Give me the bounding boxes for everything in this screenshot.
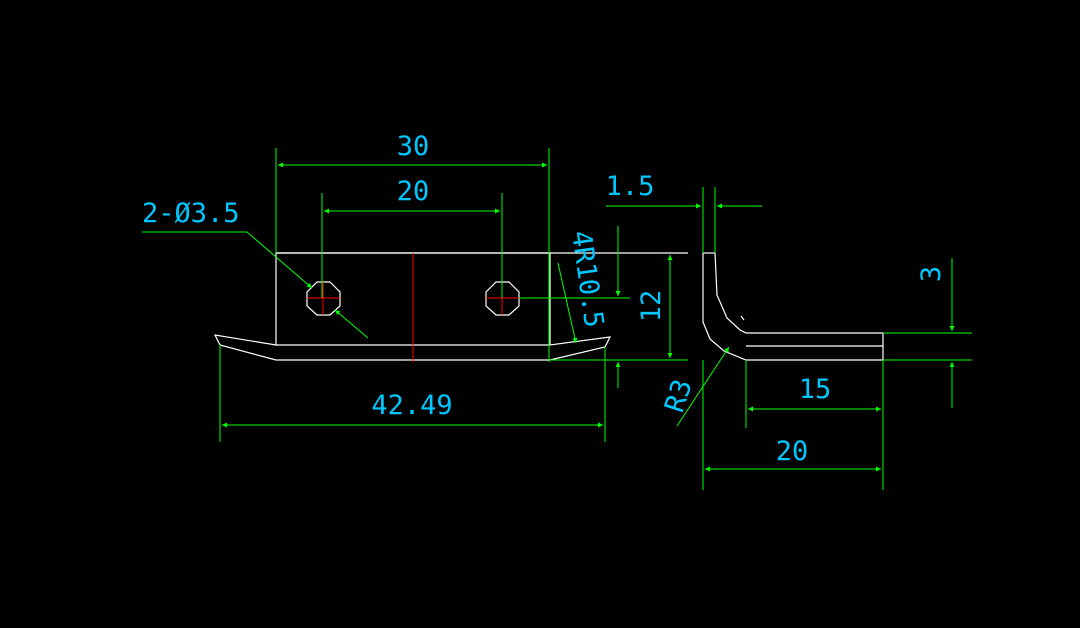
dim-text-42-49: 42.49 [371,390,452,421]
dim-text-hole-callout: 2-Ø3.5 [142,198,240,229]
side-view-dimensions [606,187,972,490]
bend-radius-leader [557,262,578,344]
dim-text-20: 20 [397,176,430,207]
side-view [702,252,884,361]
hole-left [306,281,341,316]
side-view-dim-text: 1.5 R3 3 15 20 [606,171,947,467]
side-outer-profile [702,252,884,361]
front-view-dimensions [142,148,688,442]
dim-text-1-5: 1.5 [606,171,655,202]
dim-text-30: 30 [397,131,430,162]
front-view [213,252,688,361]
dim-text-side-20: 20 [776,436,809,467]
hole-right [485,281,520,316]
dim-text-3: 3 [916,266,947,282]
dim-text-15: 15 [799,374,832,405]
front-view-dim-text: 30 20 2-Ø3.5 42.49 4R10.5 12 [142,131,667,421]
dim-text-r3: R3 [659,376,699,417]
dim-text-4r10-5: 4R10.5 [565,229,609,330]
dim-text-12: 12 [636,290,667,323]
hole-callout-leader [142,231,313,289]
